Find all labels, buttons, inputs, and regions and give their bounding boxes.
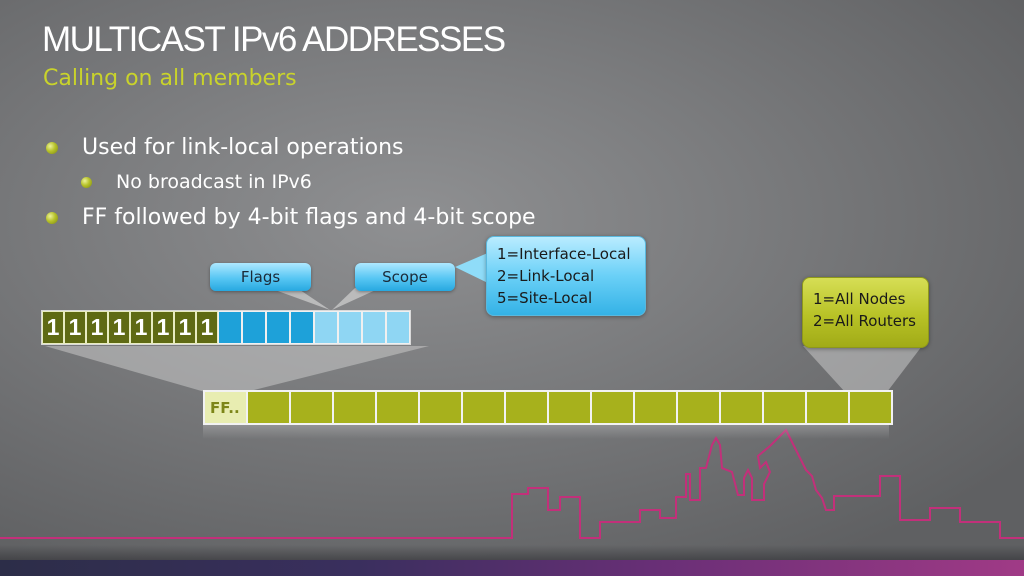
address-segment <box>721 392 762 423</box>
address-segment <box>291 392 332 423</box>
scope-bit-cell <box>314 311 338 344</box>
group-value: 2=All Routers <box>813 312 917 330</box>
flag-bit-cell <box>218 311 242 344</box>
bit-cell: 1 <box>86 311 108 344</box>
bit-cell: 1 <box>130 311 152 344</box>
address-segment <box>420 392 461 423</box>
address-segment <box>549 392 590 423</box>
scope-value: 2=Link-Local <box>497 267 595 285</box>
scope-bit-cell <box>386 311 410 344</box>
footer-shadow <box>0 545 1024 560</box>
flag-bit-cell <box>242 311 266 344</box>
bit-cell: 1 <box>196 311 218 344</box>
scope-values-callout: 1=Interface-Local 2=Link-Local 5=Site-Lo… <box>486 236 646 316</box>
bit-cell: 1 <box>64 311 86 344</box>
flag-bit-cell <box>290 311 314 344</box>
bullet-dot-icon <box>46 142 58 154</box>
scope-value: 1=Interface-Local <box>497 245 631 263</box>
bullet-item: Used for link-local operations <box>82 135 404 160</box>
address-segment <box>635 392 676 423</box>
slide-subtitle: Calling on all members <box>43 66 297 91</box>
bullet-dot-icon <box>81 177 92 188</box>
address-segment <box>592 392 633 423</box>
scope-label: Scope <box>355 263 455 291</box>
bit-cell: 1 <box>42 311 64 344</box>
scope-value: 5=Site-Local <box>497 289 593 307</box>
flag-bit-cell <box>266 311 290 344</box>
bullet-item: FF followed by 4-bit flags and 4-bit sco… <box>82 205 536 230</box>
flags-label: Flags <box>210 263 311 291</box>
address-segment <box>807 392 848 423</box>
address-segment <box>506 392 547 423</box>
cologne-skyline-icon <box>0 428 1024 539</box>
bit-cell: 1 <box>108 311 130 344</box>
first-byte-bits: 1 1 1 1 1 1 1 1 <box>41 310 411 345</box>
group-id-callout: 1=All Nodes 2=All Routers <box>802 277 929 348</box>
address-segment <box>764 392 805 423</box>
group-value: 1=All Nodes <box>813 290 906 308</box>
bullet-subitem: No broadcast in IPv6 <box>116 171 312 193</box>
bit-cell: 1 <box>152 311 174 344</box>
address-segment-group-id <box>850 392 891 423</box>
scope-bit-cell <box>338 311 362 344</box>
address-row-reflection <box>203 425 889 439</box>
bit-cell: 1 <box>174 311 196 344</box>
address-segment <box>248 392 289 423</box>
address-segment-ff: FF.. <box>205 392 246 423</box>
footer-bar <box>0 560 1024 576</box>
address-segment <box>678 392 719 423</box>
slide-title: MULTICAST IPv6 ADDRESSES <box>42 20 506 59</box>
scope-bit-cell <box>362 311 386 344</box>
ipv6-address-row: FF.. <box>203 390 893 425</box>
address-segment <box>334 392 375 423</box>
address-segment <box>463 392 504 423</box>
address-segment <box>377 392 418 423</box>
bullet-dot-icon <box>46 212 58 224</box>
